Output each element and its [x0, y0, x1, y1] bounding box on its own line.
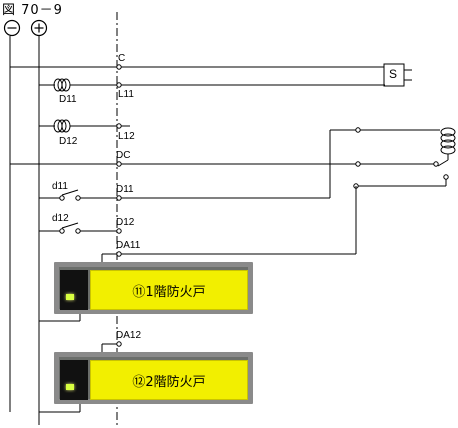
negative-bus-symbol: [3, 19, 21, 37]
contact-d12-label: d12: [52, 213, 69, 224]
panel-2-indicator-lamp: [66, 384, 74, 390]
fire-door-panel-1: ⑪1階防火戸: [54, 262, 253, 314]
terminal-l12-label: L12: [118, 131, 135, 142]
panel-1-dark-block: [60, 270, 88, 310]
fire-door-panel-2: ⑫2階防火戸: [54, 352, 253, 404]
terminal-d11-label: D11: [116, 184, 134, 195]
panel-2-label: ⑫2階防火戸: [90, 360, 248, 400]
panel-2-dark-block: [60, 360, 88, 400]
relay-d12-coil: [53, 119, 71, 133]
relay-d11-label: D11: [59, 94, 77, 105]
positive-bus-symbol: [30, 19, 48, 37]
panel-1-label: ⑪1階防火戸: [90, 270, 248, 310]
terminal-l11-label: L11: [118, 89, 134, 100]
contact-d11-label: d11: [52, 181, 68, 192]
switch-box-label: S: [389, 67, 398, 81]
panel-1-indicator-lamp: [66, 294, 74, 300]
terminal-c-label: C: [118, 53, 126, 64]
figure-title: 図 70－9: [2, 3, 63, 18]
relay-d11-coil: [53, 78, 71, 92]
relay-d12-label: D12: [59, 136, 78, 147]
terminal-dc-label: DC: [116, 150, 131, 161]
terminal-da11-label: DA11: [116, 240, 141, 251]
terminal-d12-label: D12: [116, 217, 135, 228]
door-release-coil: [440, 127, 456, 155]
terminal-da12-label: DA12: [116, 330, 142, 341]
